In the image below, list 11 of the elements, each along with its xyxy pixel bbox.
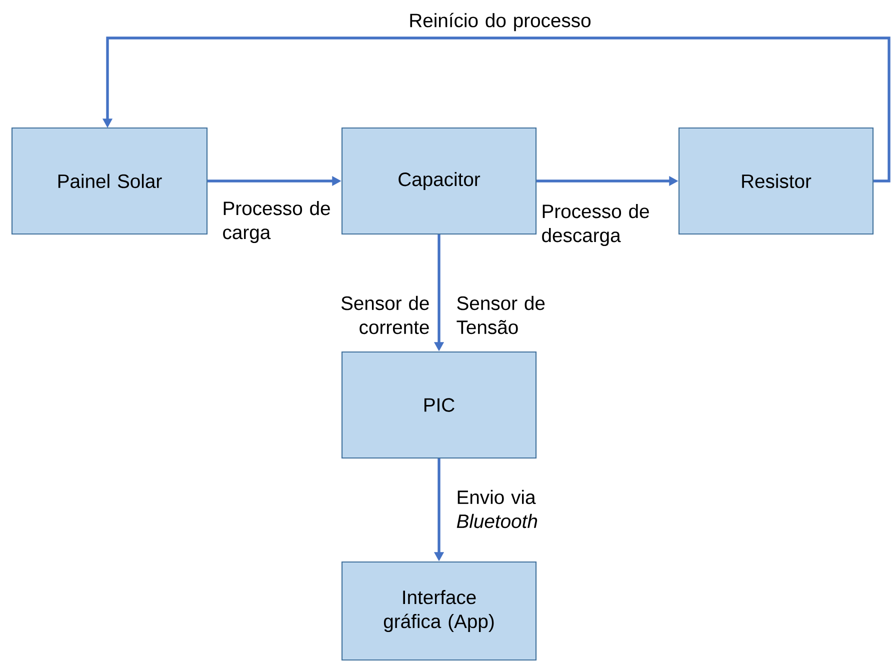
edge-label: Processo de descarga	[542, 204, 649, 246]
edge-label: Sensor de corrente	[341, 296, 429, 334]
process-box: Resistor	[678, 127, 874, 235]
process-box: PIC	[341, 351, 537, 459]
edge-label: Reinício do processo	[410, 12, 590, 32]
process-box: Interface gráfica (App)	[341, 561, 537, 661]
process-box: Painel Solar	[11, 127, 208, 235]
edge-label: Processo de carga	[223, 201, 330, 244]
edge-label: Envio via Bluetooth	[456, 490, 538, 528]
sensor-label: Sensor de Tensão	[456, 296, 545, 334]
process-box: Capacitor	[341, 127, 537, 235]
